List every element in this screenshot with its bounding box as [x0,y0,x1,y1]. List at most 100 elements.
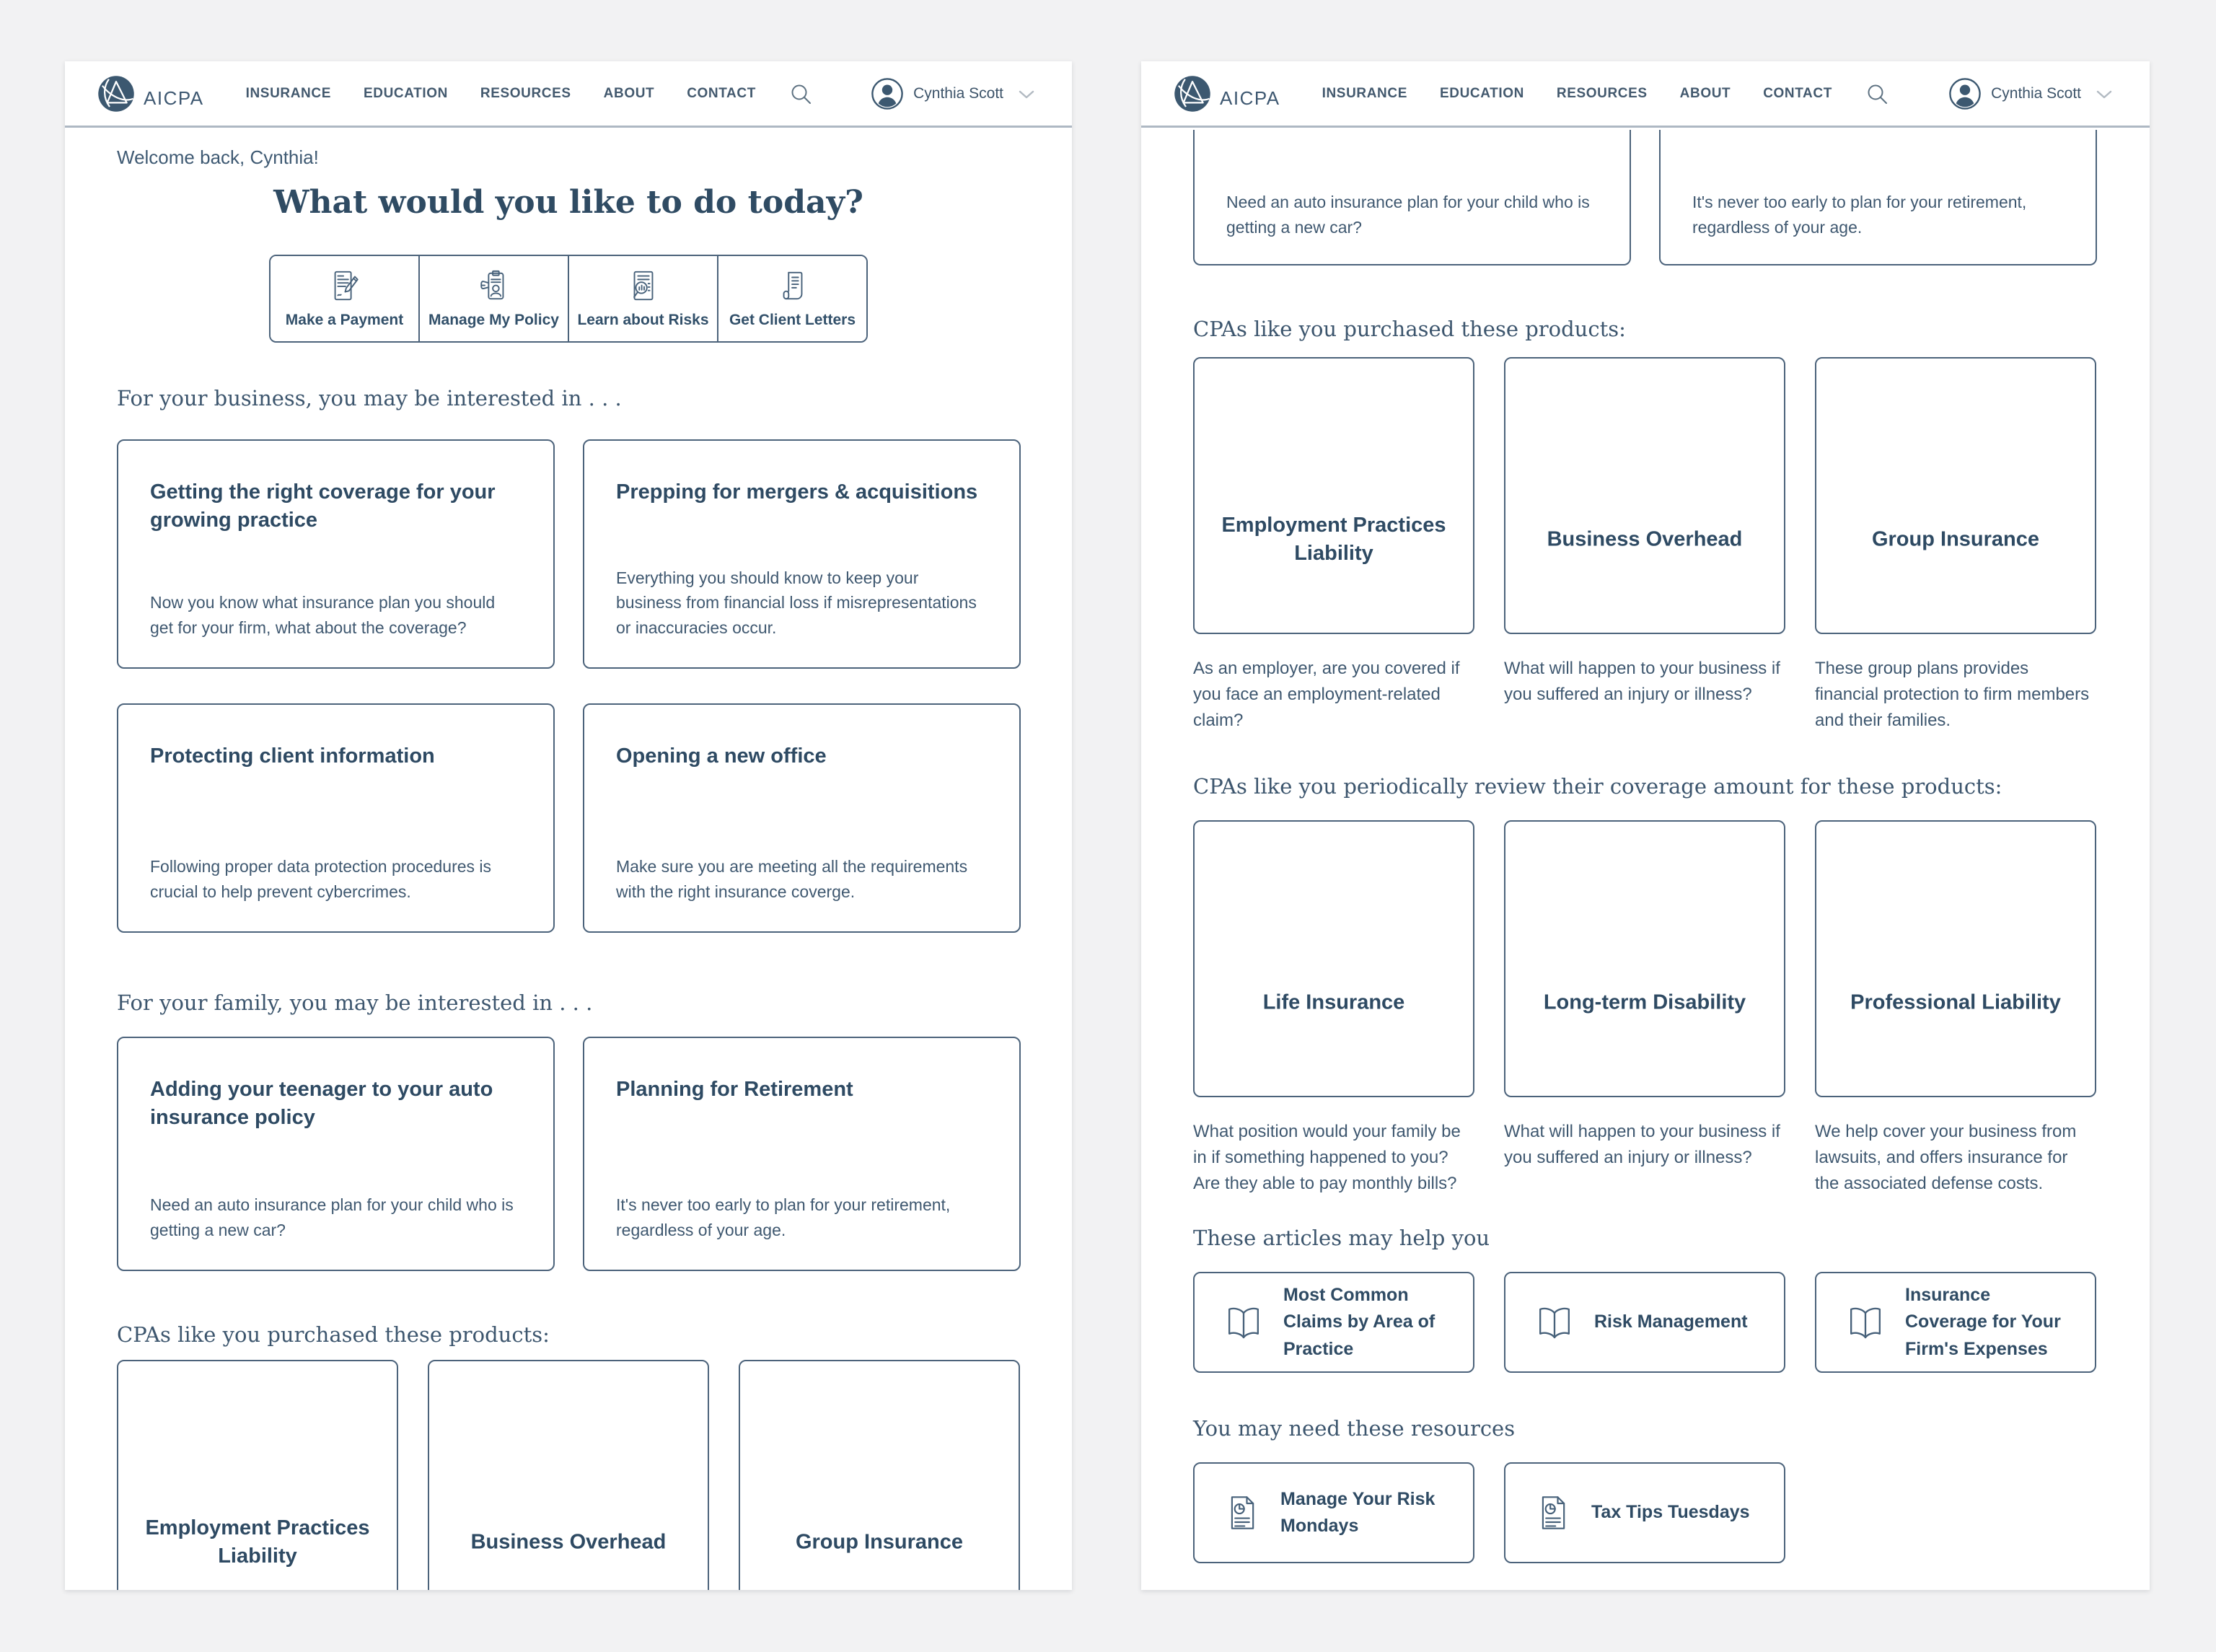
avatar [1948,77,1982,110]
article-label: Risk Management [1594,1312,1748,1332]
card-client-information[interactable]: Protecting client information Following … [117,703,555,933]
article-cards: Most Common Claims by Area of Practice R… [1193,1272,2097,1373]
quick-action-label: Manage My Policy [428,311,559,328]
product-card-group-insurance[interactable]: Group Insurance [739,1360,1020,1590]
review-section-heading: CPAs like you periodically review their … [1193,774,2002,799]
header: AICPA INSURANCE EDUCATION RESOURCES ABOU… [1141,61,2150,128]
aicpa-logo[interactable]: AICPA [97,74,204,113]
card-title: Prepping for mergers & acquisitions [616,480,978,504]
book-icon [1223,1302,1264,1343]
product-title: Professional Liability [1850,990,2061,1014]
page-title: What would you like to do today? [273,184,863,221]
product-cell: Business Overhead What will happen to yo… [1504,357,1785,734]
aicpa-logo[interactable]: AICPA [1173,74,1280,113]
nav-education[interactable]: EDUCATION [363,85,448,101]
resource-manage-your-risk-mondays[interactable]: Manage Your Risk Mondays [1193,1462,1474,1563]
product-card-employment-practices-liability[interactable]: Employment Practices Liability [1193,357,1474,634]
card-title: Planning for Retirement [616,1078,853,1101]
business-section-heading: For your business, you may be interested… [117,386,622,410]
article-risk-management[interactable]: Risk Management [1504,1272,1785,1373]
product-card-life-insurance[interactable]: Life Insurance [1193,820,1474,1097]
aicpa-logo-text: AICPA [1220,87,1280,109]
nav-about[interactable]: ABOUT [603,85,655,101]
resource-label: Manage Your Risk Mondays [1280,1488,1435,1537]
product-description: These group plans provides financial pro… [1815,659,2090,730]
nav-contact[interactable]: CONTACT [1763,85,1832,101]
card-description: It's never too early to plan for your re… [616,1195,951,1239]
card-description: Following proper data protection procedu… [150,857,492,901]
quick-action-label: Get Client Letters [729,311,856,328]
chevron-down-icon [1019,90,1034,100]
product-card-professional-liability[interactable]: Professional Liability [1815,820,2096,1097]
product-cell: Group Insurance These group plans provid… [1815,357,2096,734]
resource-tax-tips-tuesdays[interactable]: Tax Tips Tuesdays [1504,1462,1785,1563]
manage-my-policy-button[interactable]: Manage My Policy [418,256,568,341]
nav-insurance[interactable]: INSURANCE [245,85,331,101]
report-icon [1223,1494,1261,1532]
payment-icon [328,269,361,302]
learn-about-risks-button[interactable]: Learn about Risks [568,256,717,341]
greeting: Welcome back, Cynthia! [117,146,319,168]
main-nav: INSURANCE EDUCATION RESOURCES ABOUT CONT… [1322,86,1832,102]
card-description: Need an auto insurance plan for your chi… [1226,193,1590,237]
family-cards-partial: Need an auto insurance plan for your chi… [1193,130,2097,265]
product-title: Group Insurance [1871,527,2040,551]
quick-action-label: Make a Payment [285,311,404,328]
product-description: We help cover your business from lawsuit… [1815,1122,2077,1193]
product-cell: Life Insurance What position would your … [1193,820,1474,1197]
product-title: Employment Practices Liability [145,1516,370,1568]
main-nav: INSURANCE EDUCATION RESOURCES ABOUT CONT… [246,86,756,102]
header: AICPA INSURANCE EDUCATION RESOURCES ABOU… [65,61,1072,128]
card-title: Adding your teenager to your auto insura… [150,1078,493,1130]
family-cards: Adding your teenager to your auto insura… [117,1037,1021,1271]
avatar [871,77,904,110]
product-cell: Employment Practices Liability As an emp… [1193,357,1474,734]
card-planning-retirement-partial[interactable]: It's never too early to plan for your re… [1659,130,2097,265]
search-icon[interactable] [1865,82,1889,105]
card-planning-retirement[interactable]: Planning for Retirement It's never too e… [583,1037,1021,1271]
nav-education[interactable]: EDUCATION [1439,85,1524,101]
card-teenager-auto-policy[interactable]: Adding your teenager to your auto insura… [117,1037,555,1271]
policy-icon [478,269,511,302]
product-card-employment-practices-liability[interactable]: Employment Practices Liability [117,1360,398,1590]
card-description: Need an auto insurance plan for your chi… [150,1195,514,1239]
search-icon[interactable] [789,82,812,105]
purchased-section-heading: CPAs like you purchased these products: [117,1322,550,1347]
quick-action-label: Learn about Risks [577,311,709,328]
article-insurance-coverage-expenses[interactable]: Insurance Coverage for Your Firm's Expen… [1815,1272,2096,1373]
page-dashboard: AICPA INSURANCE EDUCATION RESOURCES ABOU… [65,61,1072,1590]
nav-contact[interactable]: CONTACT [687,85,756,101]
card-title: Getting the right coverage for your grow… [150,480,496,532]
user-name: Cynthia Scott [1991,84,2081,102]
product-cell: Professional Liability We help cover you… [1815,820,2096,1197]
make-a-payment-button[interactable]: Make a Payment [271,256,418,341]
card-description: Now you know what insurance plan you sho… [150,593,496,637]
article-label: Most Common Claims by Area of Practice [1283,1284,1435,1359]
nav-resources[interactable]: RESOURCES [1556,85,1648,101]
product-card-long-term-disability[interactable]: Long-term Disability [1504,820,1785,1097]
user-menu[interactable]: Cynthia Scott [1948,77,2112,110]
user-menu[interactable]: Cynthia Scott [871,77,1034,110]
resource-label: Tax Tips Tuesdays [1591,1502,1750,1523]
family-section-heading: For your family, you may be interested i… [117,990,593,1015]
nav-insurance[interactable]: INSURANCE [1322,85,1407,101]
card-growing-practice[interactable]: Getting the right coverage for your grow… [117,439,555,669]
book-icon [1534,1302,1575,1343]
card-new-office[interactable]: Opening a new office Make sure you are m… [583,703,1021,933]
article-most-common-claims[interactable]: Most Common Claims by Area of Practice [1193,1272,1474,1373]
product-card-business-overhead[interactable]: Business Overhead [1504,357,1785,634]
card-mergers-acquisitions[interactable]: Prepping for mergers & acquisitions Ever… [583,439,1021,669]
product-title: Employment Practices Liability [1221,513,1446,565]
review-product-cards: Life Insurance What position would your … [1193,820,2097,1197]
nav-resources[interactable]: RESOURCES [480,85,571,101]
book-icon [1845,1302,1886,1343]
product-card-group-insurance[interactable]: Group Insurance [1815,357,2096,634]
product-card-business-overhead[interactable]: Business Overhead [428,1360,709,1590]
risks-icon [627,269,660,302]
get-client-letters-button[interactable]: Get Client Letters [717,256,866,341]
product-title: Long-term Disability [1543,990,1746,1014]
product-description: As an employer, are you covered if you f… [1193,659,1460,730]
card-title: Protecting client information [150,744,435,768]
card-teenager-auto-policy-partial[interactable]: Need an auto insurance plan for your chi… [1193,130,1631,265]
nav-about[interactable]: ABOUT [1679,85,1731,101]
